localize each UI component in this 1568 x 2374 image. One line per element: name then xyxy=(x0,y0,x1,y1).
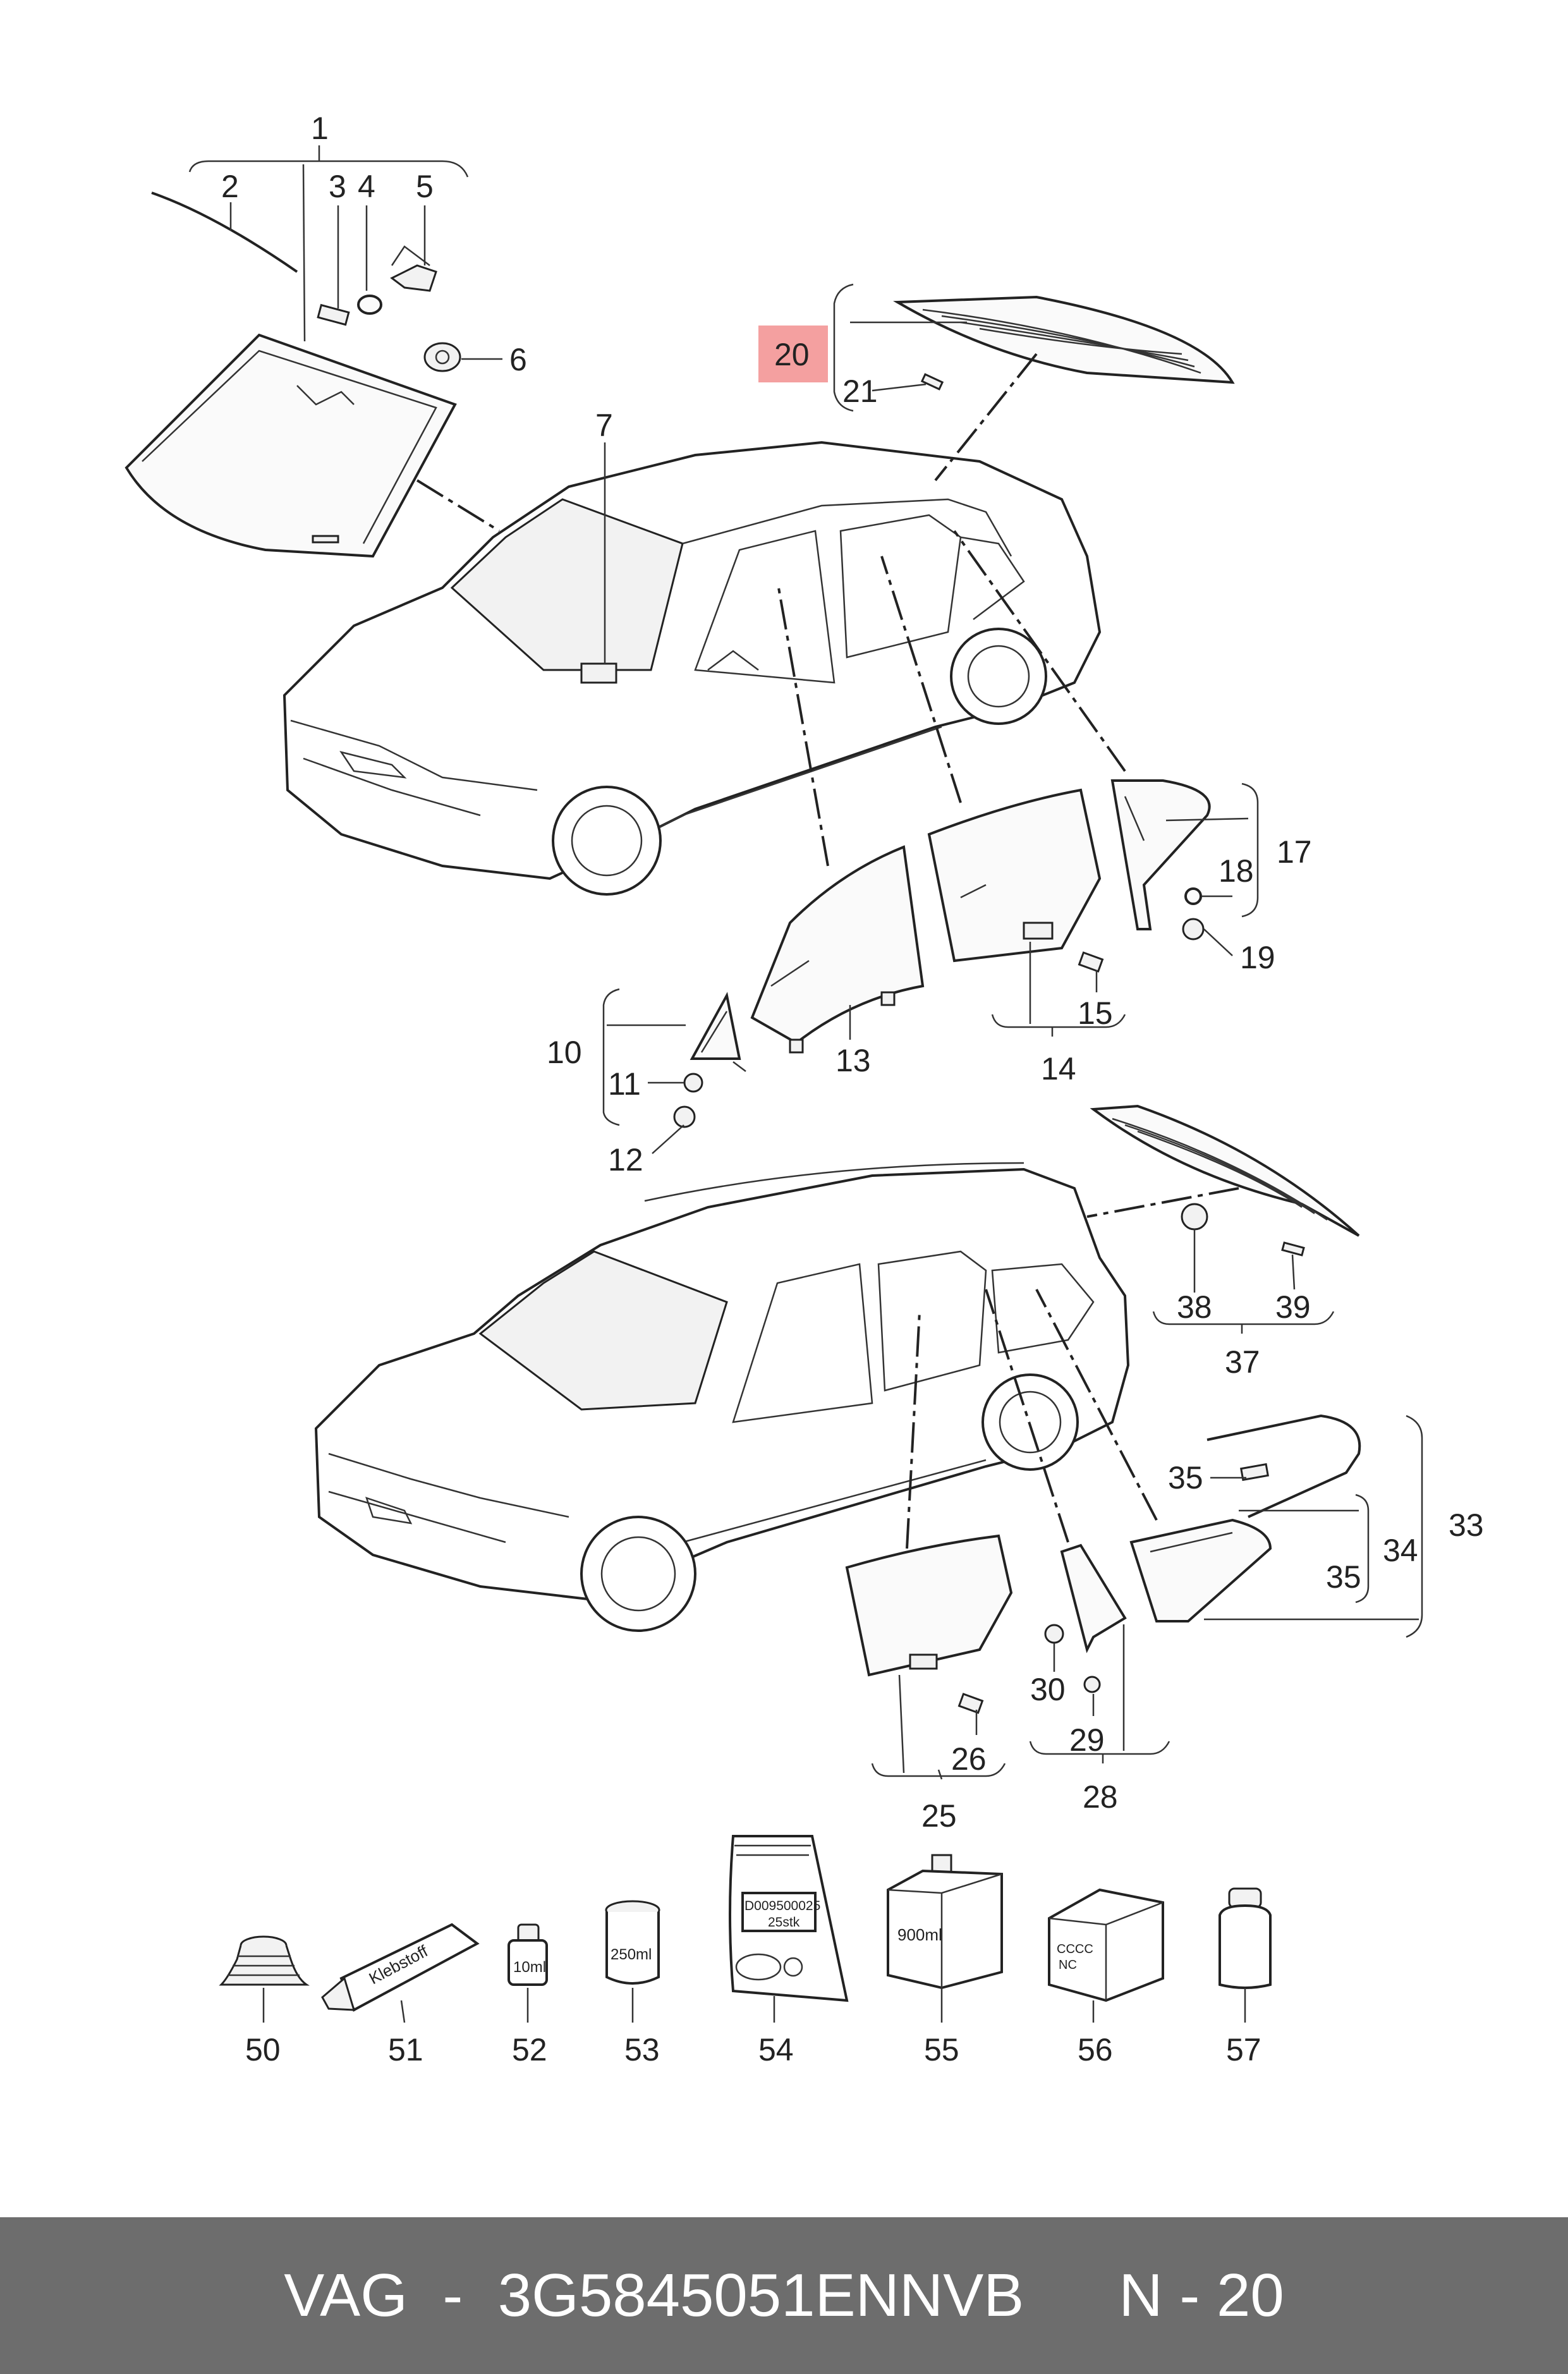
svg-text:25stk: 25stk xyxy=(768,1915,800,1930)
canister-product: 900ml xyxy=(887,1854,1003,2023)
brand-label: VAG xyxy=(284,2261,408,2329)
sedan-car-illustration xyxy=(283,441,1102,896)
clip-part-35 xyxy=(1240,1463,1269,1482)
callout-17: 17 xyxy=(1277,834,1312,870)
clip-part-21 xyxy=(920,373,944,391)
fastener-part-26 xyxy=(957,1693,984,1714)
callout-38: 38 xyxy=(1177,1289,1212,1325)
wagon-rear-door-glass xyxy=(845,1534,1013,1677)
callout-19: 19 xyxy=(1240,940,1275,975)
wagon-side-trim-strip xyxy=(1206,1414,1361,1518)
callout-11: 11 xyxy=(608,1066,641,1102)
grommet-part-19 xyxy=(1182,918,1205,940)
box-product: CCCC NC xyxy=(1048,1888,1164,2023)
callout-50: 50 xyxy=(245,2032,281,2067)
windshield-trim-strip xyxy=(151,192,298,273)
svg-text:900ml: 900ml xyxy=(897,1925,942,1944)
parts-diagram: Klebstoff 10ml 250ml D009500025 25stk 90… xyxy=(125,111,1484,2067)
callout-54: 54 xyxy=(758,2032,794,2067)
bottle-product xyxy=(1219,1887,1272,2023)
can-product: 250ml xyxy=(605,1900,660,2023)
small-bottle-product: 10ml xyxy=(507,1923,548,2023)
callout-21: 21 xyxy=(842,374,878,409)
rear-quarter-glass xyxy=(1110,779,1211,930)
callout-35a: 35 xyxy=(1168,1460,1203,1495)
callout-28: 28 xyxy=(1083,1779,1118,1815)
part-number-footer: VAG - 3G5845051ENNVB N - 20 xyxy=(0,2217,1568,2374)
callout-56: 56 xyxy=(1078,2032,1113,2067)
callout-20-highlight xyxy=(758,326,828,382)
rear-window-wagon xyxy=(1090,1104,1360,1237)
grommet-part-18 xyxy=(1184,887,1202,905)
callout-15: 15 xyxy=(1078,995,1113,1031)
clip-part-3 xyxy=(317,303,350,326)
grommet-part-30 xyxy=(1044,1624,1064,1644)
sensor-cable-part-5 xyxy=(390,245,437,292)
wagon-side-window xyxy=(1129,1518,1272,1622)
adhesive-cone-product xyxy=(219,1935,310,2023)
callout-57: 57 xyxy=(1226,2032,1261,2067)
callout-35b: 35 xyxy=(1326,1559,1361,1595)
svg-text:CCCC: CCCC xyxy=(1057,1942,1093,1956)
callout-6: 6 xyxy=(509,342,527,377)
callout-18: 18 xyxy=(1219,853,1254,889)
wagon-car-illustration xyxy=(314,1162,1130,1632)
svg-text:250ml: 250ml xyxy=(611,1946,652,1963)
callout-30: 30 xyxy=(1030,1672,1066,1707)
fastener-part-15 xyxy=(1078,951,1104,973)
grommet-part-29 xyxy=(1083,1676,1101,1693)
grommet-part-38 xyxy=(1181,1203,1208,1231)
front-door-glass xyxy=(750,845,925,1054)
callout-10: 10 xyxy=(547,1035,582,1070)
front-quarter-glass xyxy=(690,992,741,1060)
adhesive-tube-product: Klebstoff xyxy=(321,1923,480,2023)
svg-text:D009500025: D009500025 xyxy=(744,1899,820,1913)
callout-7: 7 xyxy=(595,408,613,443)
callout-25: 25 xyxy=(921,1798,957,1834)
callout-13: 13 xyxy=(836,1043,871,1078)
part-number: 3G5845051ENNVB xyxy=(497,2261,1024,2329)
callout-26: 26 xyxy=(951,1741,987,1777)
callout-39: 39 xyxy=(1275,1289,1311,1325)
rain-sensor-part-6 xyxy=(423,342,461,372)
callout-5: 5 xyxy=(416,169,434,204)
callout-34: 34 xyxy=(1383,1533,1418,1568)
callout-4: 4 xyxy=(358,169,375,204)
rear-door-glass xyxy=(927,788,1102,963)
callout-37: 37 xyxy=(1225,1344,1260,1380)
wagon-door-quarter-glass xyxy=(1060,1543,1127,1653)
page-label: N - 20 xyxy=(1119,2261,1284,2329)
callout-3: 3 xyxy=(329,169,346,204)
callout-51: 51 xyxy=(388,2032,423,2067)
callout-14: 14 xyxy=(1041,1051,1076,1087)
windshield xyxy=(125,333,457,558)
callout-52: 52 xyxy=(512,2032,547,2067)
callout-29: 29 xyxy=(1069,1722,1105,1758)
callout-2: 2 xyxy=(221,169,239,204)
callout-53: 53 xyxy=(624,2032,660,2067)
callout-33: 33 xyxy=(1449,1507,1484,1543)
callout-12: 12 xyxy=(608,1142,643,1178)
svg-text:10ml: 10ml xyxy=(513,1959,546,1976)
callout-1: 1 xyxy=(311,111,329,146)
callout-20: 20 xyxy=(774,337,810,372)
svg-text:NC: NC xyxy=(1059,1958,1077,1972)
bag-product: D009500025 25stk xyxy=(729,1835,849,2023)
clip-part-39 xyxy=(1281,1241,1305,1257)
grommet-part-12 xyxy=(673,1105,696,1128)
leader-lines xyxy=(188,145,1423,1780)
callout-55: 55 xyxy=(924,2032,959,2067)
separator: - xyxy=(442,2261,463,2329)
grommet-part-11 xyxy=(683,1073,703,1093)
sensor-pad-part-4 xyxy=(357,295,382,315)
rear-window-sedan xyxy=(893,295,1235,384)
